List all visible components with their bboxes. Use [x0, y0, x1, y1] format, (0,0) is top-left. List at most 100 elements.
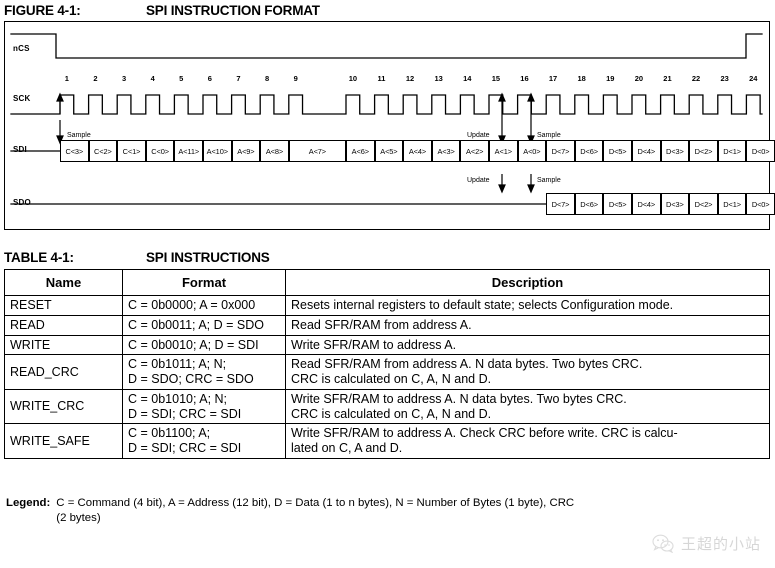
- signal-label-sdo: SDO: [13, 198, 31, 207]
- sdo-bit-cell: D<6>: [574, 193, 604, 215]
- table-legend: Legend: C = Command (4 bit), A = Address…: [6, 496, 770, 527]
- clock-number: 9: [293, 74, 298, 83]
- sdi-bit-cell: A<3>: [431, 140, 461, 162]
- annotation-sample-mid: Sample: [537, 132, 561, 139]
- instruction-description: Read SFR/RAM from address A.: [285, 314, 770, 336]
- signal-label-ncs: nCS: [13, 44, 30, 53]
- sdi-bit-cell: A<4>: [403, 140, 432, 162]
- timing-arrows: [56, 92, 535, 194]
- clock-number: 22: [691, 74, 701, 83]
- instruction-description: Resets internal registers to default sta…: [285, 295, 770, 316]
- legend-label: Legend:: [6, 497, 51, 509]
- clock-number: 16: [520, 74, 529, 83]
- clock-number: 13: [434, 74, 443, 83]
- sdo-bit-cell: D<2>: [689, 193, 718, 215]
- sdi-bit-cell: A<10>: [203, 140, 232, 162]
- legend-text: C = Command (4 bit), A = Address (12 bit…: [56, 497, 575, 525]
- instruction-name: WRITE_SAFE: [4, 423, 123, 459]
- figure-caption-id: FIGURE 4-1:: [4, 3, 81, 18]
- instruction-format: C = 0b1010; A; N; D = SDI; CRC = SDI: [122, 388, 286, 425]
- wechat-icon: [652, 534, 674, 553]
- ncs-trace: [10, 33, 763, 59]
- sdi-bit-cell: A<6>: [346, 140, 375, 162]
- sdo-bit-cell: D<5>: [603, 193, 632, 215]
- instruction-name: WRITE_CRC: [4, 388, 123, 425]
- table-header-row: Name Format Description: [4, 269, 770, 296]
- instruction-description: Write SFR/RAM to address A. Check CRC be…: [285, 423, 770, 459]
- annotation-sample-first: Sample: [67, 132, 91, 139]
- instruction-format: C = 0b0011; A; D = SDO: [122, 314, 286, 336]
- instruction-name: READ_CRC: [4, 354, 123, 390]
- instruction-name: READ: [4, 314, 123, 336]
- column-header-description: Description: [285, 269, 770, 296]
- table-caption-title: SPI INSTRUCTIONS: [146, 250, 270, 265]
- sdi-bit-cell: A<2>: [460, 140, 489, 162]
- sck-trace: [10, 94, 763, 115]
- clock-number: 5: [179, 74, 184, 83]
- sdi-bit-cell: C<0>: [145, 140, 175, 162]
- instruction-format: C = 0b0010; A; D = SDI: [122, 334, 286, 356]
- clock-number: 19: [606, 74, 615, 83]
- clock-number: 23: [720, 74, 729, 83]
- clock-number: 8: [264, 74, 270, 83]
- clock-number: 7: [236, 74, 241, 83]
- clock-number: 14: [463, 74, 472, 83]
- signal-label-sdi: SDI: [13, 145, 27, 154]
- sdo-bit-cell: D<7>: [546, 193, 575, 215]
- figure-caption-title: SPI INSTRUCTION FORMAT: [146, 3, 320, 18]
- sdi-bit-cell: D<5>: [603, 140, 632, 162]
- clock-number: 10: [348, 74, 358, 83]
- clock-number: 20: [634, 74, 644, 83]
- instruction-name: WRITE: [4, 334, 123, 356]
- sdi-bit-cell: C<3>: [60, 140, 89, 162]
- sdi-bit-cell: C<1>: [117, 140, 146, 162]
- annotation-sample-sdo: Sample: [537, 177, 561, 184]
- clock-number: 15: [491, 74, 501, 83]
- clock-number: 11: [377, 74, 386, 83]
- clock-number: 12: [405, 74, 415, 83]
- column-header-format: Format: [122, 269, 286, 296]
- sdi-bit-cell: A<7>: [288, 140, 346, 162]
- sdo-bit-cell: D<3>: [660, 193, 690, 215]
- sdi-bit-cell: A<1>: [489, 140, 518, 162]
- watermark: 王超的小站: [652, 533, 761, 554]
- instruction-format: C = 0b1100; A; D = SDI; CRC = SDI: [122, 423, 286, 459]
- sdi-bit-row: C<3>C<2>C<1>C<0>A<11>A<10>A<9>A<8>A<7>A<…: [5, 140, 775, 162]
- instruction-description: Read SFR/RAM from address A. N data byte…: [285, 354, 770, 390]
- sdi-bit-cell: D<6>: [574, 140, 604, 162]
- clock-number: 17: [548, 74, 558, 83]
- timing-diagram: nCS SCK SDI SDO: [4, 21, 775, 230]
- sdi-bit-cell: D<7>: [546, 140, 575, 162]
- signal-label-sck: SCK: [13, 94, 31, 103]
- sdo-bit-cell: D<1>: [717, 193, 747, 215]
- instruction-description: Write SFR/RAM to address A.: [285, 334, 770, 356]
- sdo-bit-row: D<7>D<6>D<5>D<4>D<3>D<2>D<1>D<0>: [5, 193, 775, 215]
- clock-number: 18: [577, 74, 586, 83]
- sdo-bit-cell: D<0>: [746, 193, 775, 215]
- sdi-bit-cell: D<4>: [632, 140, 661, 162]
- clock-number: 4: [150, 74, 155, 83]
- clock-number: 24: [749, 74, 758, 83]
- instruction-description: Write SFR/RAM to address A. N data bytes…: [285, 388, 770, 425]
- annotation-update-sdo: Update: [467, 177, 490, 184]
- sdo-bit-cell: D<4>: [632, 193, 661, 215]
- sdi-bit-cell: A<11>: [174, 140, 203, 162]
- sdi-bit-cell: D<1>: [717, 140, 747, 162]
- sdi-bit-cell: D<2>: [689, 140, 718, 162]
- clock-number: 2: [93, 74, 98, 83]
- watermark-text: 王超的小站: [680, 536, 761, 553]
- clock-number: 21: [663, 74, 672, 83]
- sdi-bit-cell: A<8>: [260, 140, 289, 162]
- clock-number: 1: [64, 74, 69, 83]
- sdi-bit-cell: D<0>: [746, 140, 775, 162]
- instruction-format: C = 0b1011; A; N; D = SDO; CRC = SDO: [122, 354, 286, 390]
- column-header-name: Name: [4, 269, 123, 296]
- sdi-bit-cell: C<2>: [88, 140, 118, 162]
- clock-number: 3: [121, 74, 127, 83]
